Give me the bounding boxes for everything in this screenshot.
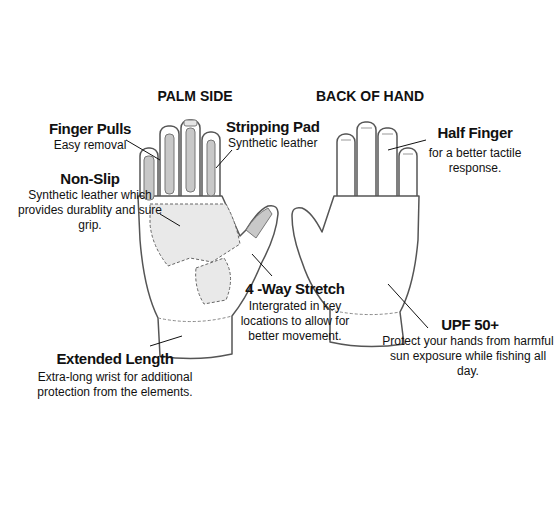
leader-line [388,140,426,150]
leader-line [150,336,182,346]
finger-hem [341,128,413,154]
view-title: BACK OF HAND [310,88,430,105]
feature-text: Intergrated in key locations to allow fo… [225,299,365,344]
leader-line [252,254,272,276]
feature-title: Stripping Pad [226,118,356,136]
feature-text: Synthetic leather which provides durabli… [10,188,170,233]
finger-pull [184,120,197,126]
feature-text: Extra-long wrist for additional protecti… [20,370,210,400]
feature-title: Non-Slip [20,170,160,188]
feature-title: Finger Pulls [30,120,150,138]
finger-pad [207,140,215,196]
feature-text: Synthetic leather [228,136,358,151]
thumb-pad [196,258,231,304]
feature-title: UPF 50+ [410,316,530,334]
leader-line [216,150,232,168]
cuff-seam [158,316,232,322]
feature-title: Half Finger [420,124,530,142]
feature-text: Protect your hands from harmful sun expo… [382,334,554,379]
leader-line [126,140,160,160]
view-title: PALM SIDE [140,88,250,105]
feature-title: Extended Length [20,350,210,368]
leader-line [388,284,428,328]
feature-text: for a better tactile response. [413,146,537,176]
leader-line [160,214,180,226]
feature-title: 4 -Way Stretch [228,280,362,298]
palm-pad [150,204,240,266]
feature-text: Easy removal [30,138,150,153]
finger-pad [186,128,195,192]
finger-pad [165,134,174,194]
thumb-pad [246,208,272,238]
